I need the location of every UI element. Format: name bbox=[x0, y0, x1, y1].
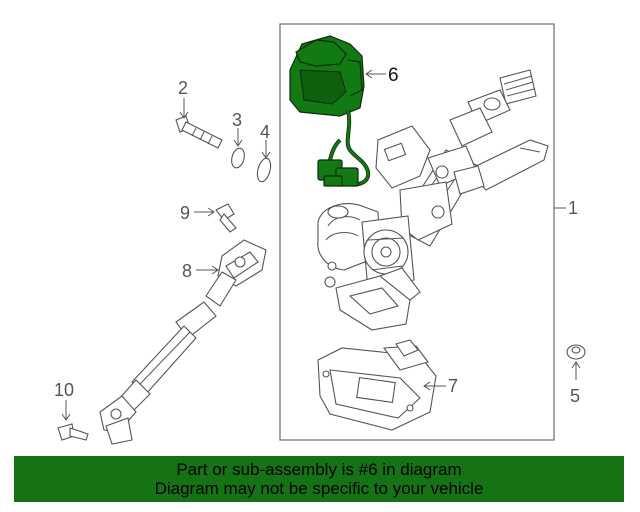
part-5-nut[interactable] bbox=[566, 344, 586, 360]
callout-3: 3 bbox=[232, 110, 242, 130]
info-banner: Part or sub-assembly is #6 in diagram Di… bbox=[14, 456, 624, 502]
callout-4: 4 bbox=[260, 122, 270, 142]
steering-column-assembly[interactable] bbox=[317, 69, 549, 331]
callout-2: 2 bbox=[178, 78, 188, 98]
callout-7: 7 bbox=[448, 376, 458, 396]
part-2-bolt[interactable] bbox=[175, 115, 223, 149]
banner-line-2: Diagram may not be specific to your vehi… bbox=[154, 479, 484, 498]
part-7-ecu[interactable] bbox=[317, 339, 437, 431]
part-6-highlighted[interactable] bbox=[289, 35, 371, 187]
callout-6: 6 bbox=[388, 65, 399, 86]
banner-line-1: Part or sub-assembly is #6 in diagram bbox=[176, 460, 462, 479]
callout-10: 10 bbox=[54, 380, 74, 400]
callout-9: 9 bbox=[180, 203, 190, 223]
part-8-intermediate-shaft[interactable] bbox=[99, 239, 267, 445]
callout-5: 5 bbox=[570, 386, 580, 406]
part-10-bolt[interactable] bbox=[57, 423, 89, 441]
callout-leaders bbox=[61, 69, 581, 421]
assembly-frame bbox=[279, 23, 555, 441]
parts-diagram: 1 2 3 4 5 6 7 8 9 10 bbox=[54, 23, 586, 445]
part-3-washer[interactable] bbox=[230, 147, 247, 169]
callout-8: 8 bbox=[182, 261, 192, 281]
callout-1: 1 bbox=[568, 198, 578, 218]
part-4-washer[interactable] bbox=[255, 157, 273, 183]
part-9-screw[interactable] bbox=[215, 203, 237, 233]
